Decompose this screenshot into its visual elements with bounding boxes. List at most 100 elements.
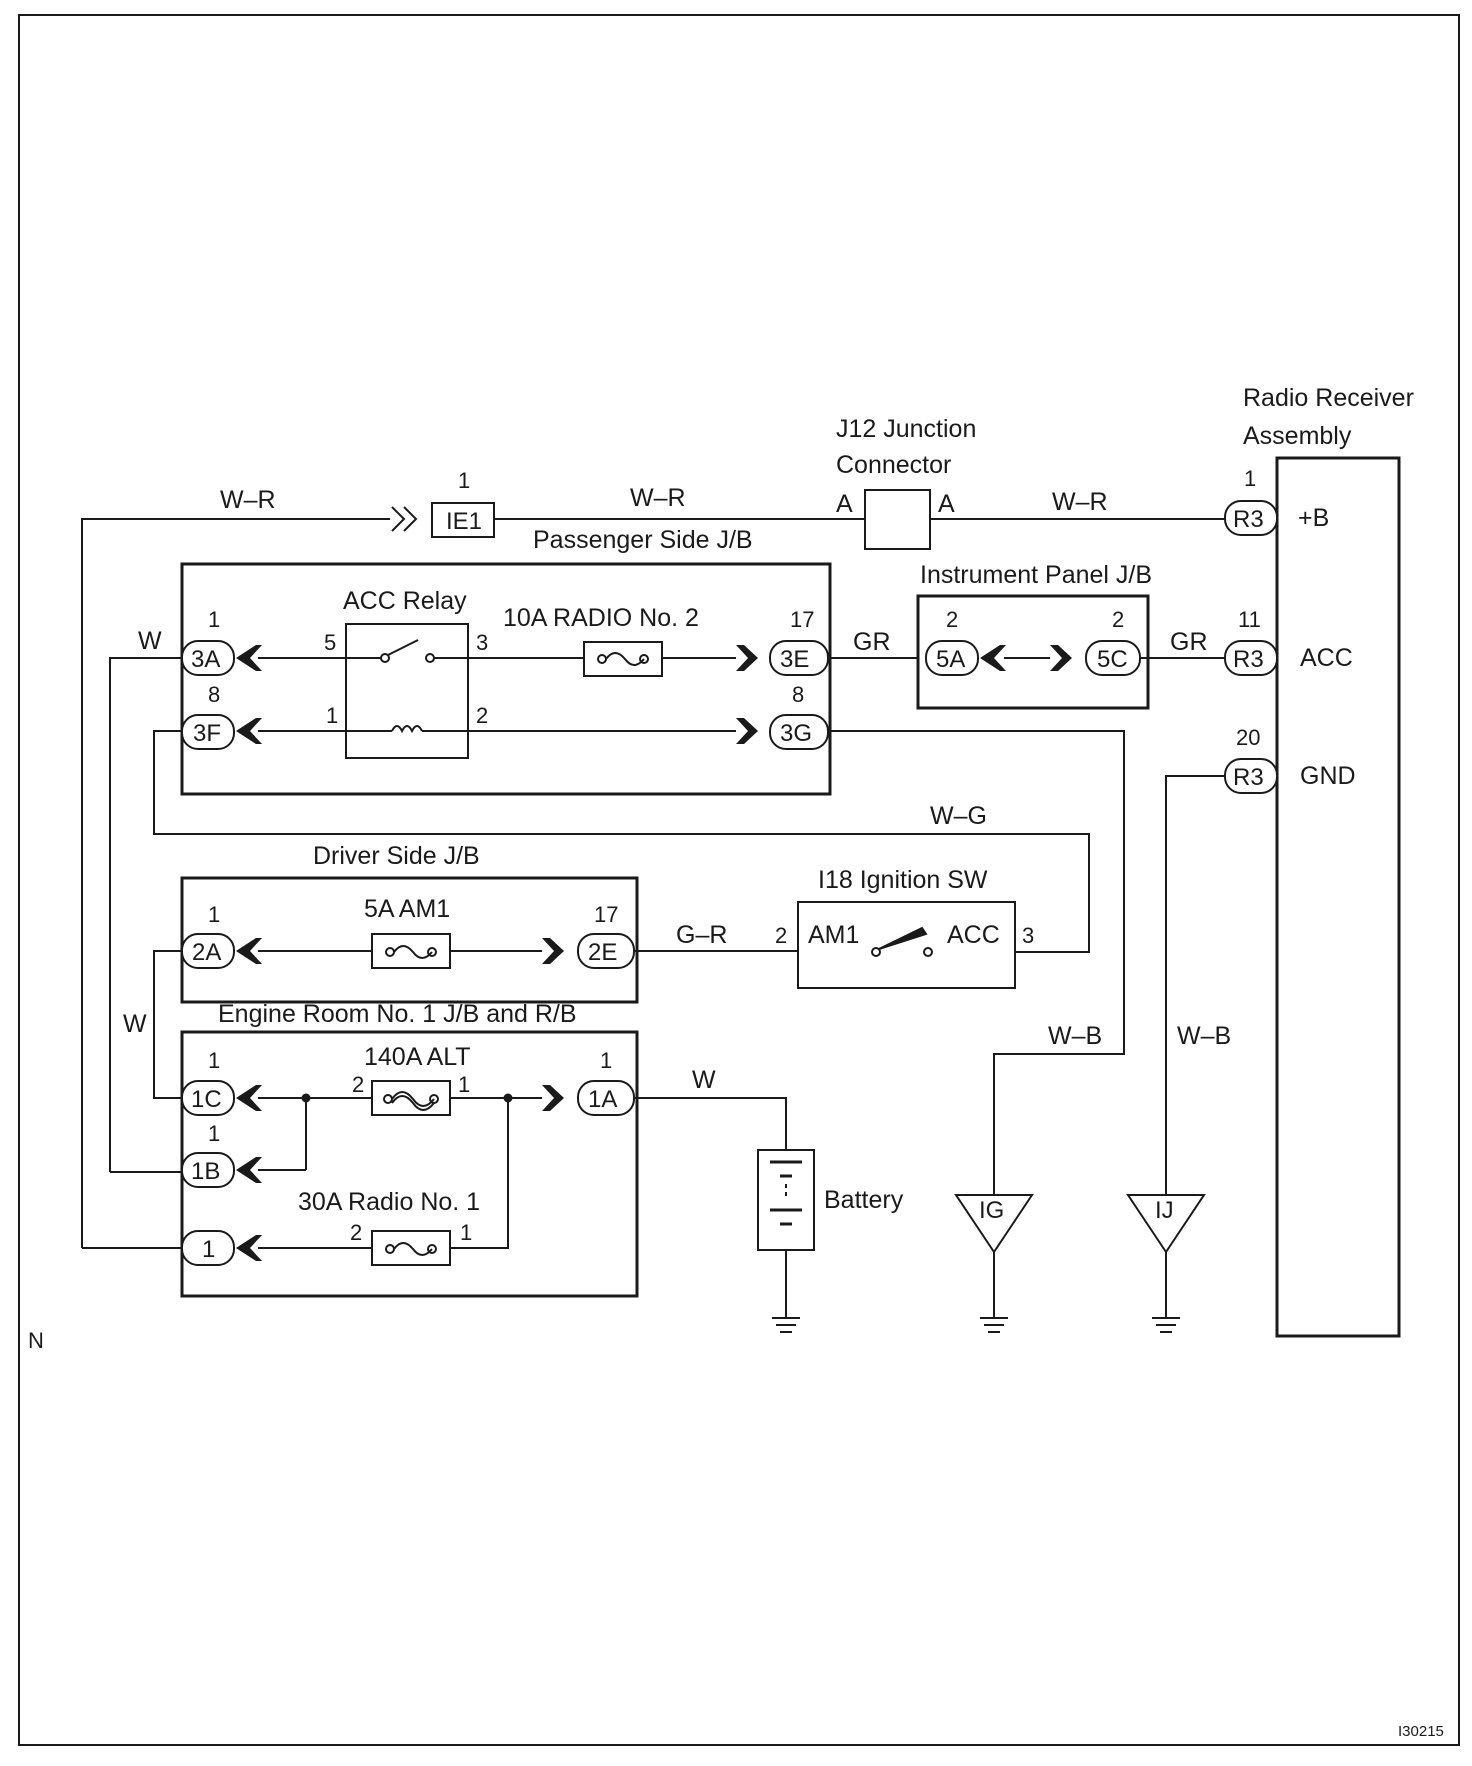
c3f-pin: 8 [208, 682, 220, 707]
sw-pin-3: 3 [1022, 923, 1034, 948]
terminal-plus-b: +B [1298, 504, 1329, 532]
c3a-connector [181, 640, 235, 676]
c2e-pin: 17 [594, 902, 618, 927]
terminal-gnd: GND [1300, 762, 1356, 790]
c3f-label: 3F [193, 720, 221, 747]
c5a-arrow-icon [980, 645, 1006, 671]
j12-label-line2: Connector [836, 451, 951, 479]
terminal-acc: ACC [1300, 644, 1353, 672]
relay-pin-2: 2 [476, 703, 488, 728]
c1b-connector [181, 1152, 235, 1188]
c3a-label: 3A [191, 646, 220, 673]
wire-w-batt [634, 1097, 787, 1150]
c2e-arrow-icon [542, 938, 564, 964]
ig-ground-label: IG [979, 1197, 1004, 1224]
battery-ground-icon [772, 1317, 800, 1333]
ig-ground-triangle [954, 1194, 1034, 1254]
battery-box [757, 1149, 815, 1251]
radio-receiver-assembly-box [1275, 456, 1401, 1338]
sw-terminal-am1: AM1 [808, 921, 859, 949]
c5c-label: 5C [1097, 646, 1128, 673]
j12-junction-connector [864, 489, 931, 550]
fuse-radio2-label: 10A RADIO No. 2 [503, 604, 699, 632]
wire-label-w-left: W [123, 1010, 147, 1038]
fuse-radio2 [583, 641, 663, 677]
wire-label-wr-mid: W–R [630, 484, 686, 512]
r3-pin-b: 1 [1244, 466, 1256, 491]
sw-contact-right [923, 947, 933, 957]
wire-wr-main [81, 518, 390, 1248]
wire-wg [153, 730, 1090, 953]
ig-ground-icon [980, 1317, 1008, 1333]
radio-receiver-label-line2: Assembly [1243, 422, 1352, 450]
acc-relay-box [345, 623, 469, 759]
sw-pin-2: 2 [775, 923, 787, 948]
fuse-am1 [371, 933, 451, 969]
engine-room-jb-label: Engine Room No. 1 J/B and R/B [218, 1000, 577, 1028]
c3e-label: 3E [780, 646, 809, 673]
c5a-connector [925, 640, 979, 676]
j12-pin-a-right: A [938, 490, 955, 518]
c3e-arrow-icon [736, 645, 758, 671]
ij-ground-triangle [1126, 1194, 1206, 1254]
wire-w-acc-left [109, 657, 182, 1172]
corner-n: N [28, 1328, 44, 1353]
c1c-arrow-icon [236, 1085, 262, 1111]
ij-ground-icon [1152, 1317, 1180, 1333]
j12-label-line1: J12 Junction [836, 415, 976, 443]
c2a-arrow-icon [236, 938, 262, 964]
ij-ground-label: IJ [1155, 1197, 1174, 1224]
r3-label-gnd: R3 [1233, 764, 1264, 791]
c1-arrow-icon [236, 1235, 262, 1261]
r3-pin-acc: 11 [1238, 607, 1261, 632]
driver-side-jb-box [180, 876, 639, 1004]
fuse-am1-label: 5A AM1 [364, 895, 450, 923]
ie1-pin: 1 [458, 468, 470, 493]
c3e-pin: 17 [790, 607, 814, 632]
relay-contact-left [380, 653, 390, 663]
battery-label: Battery [824, 1186, 904, 1214]
j12-pin-a-left: A [836, 490, 853, 518]
wire-label-wr-left: W–R [220, 486, 276, 514]
c5a-pin: 2 [946, 607, 958, 632]
passenger-side-jb-label: Passenger Side J/B [533, 526, 753, 554]
c1-label: 1 [202, 1236, 215, 1263]
c3g-arrow-icon [736, 718, 758, 744]
alt-pin-1: 1 [458, 1072, 470, 1097]
acc-relay-label: ACC Relay [343, 587, 467, 615]
figure-id: I30215 [1398, 1723, 1444, 1740]
sw-blade [878, 926, 928, 950]
wire-label-gr-2: GR [1170, 628, 1208, 656]
ie1-chevron-icon [391, 506, 418, 532]
relay-switch-blade [387, 639, 419, 656]
ie1-connector [431, 502, 495, 538]
c5c-arrow-icon [1050, 645, 1072, 671]
r3-label-acc: R3 [1233, 646, 1264, 673]
c3g-pin: 8 [792, 682, 804, 707]
c1a-arrow-icon [542, 1085, 564, 1111]
c1b-arrow-icon [236, 1157, 262, 1183]
sw-contact-left [871, 947, 881, 957]
c2a-pin: 1 [208, 902, 220, 927]
c1c-pin: 1 [208, 1048, 220, 1073]
relay-pin-5: 5 [324, 630, 336, 655]
ignition-switch-box [797, 901, 1016, 989]
r3-connector-acc [1224, 640, 1278, 676]
ie1-label: IE1 [446, 508, 482, 535]
wire-label-w-acc: W [138, 627, 162, 655]
instrument-panel-jb-label: Instrument Panel J/B [920, 561, 1152, 589]
sw-terminal-acc: ACC [947, 921, 1000, 949]
wire-label-wb-1: W–B [1048, 1022, 1102, 1050]
fuse-alt-label: 140A ALT [364, 1043, 471, 1071]
c1c-connector [181, 1080, 235, 1116]
c3g-label: 3G [780, 720, 812, 747]
c5a-label: 5A [936, 646, 965, 673]
c3a-pin: 1 [208, 607, 220, 632]
r3-connector-b [1224, 500, 1278, 536]
wire-label-gr-1: GR [853, 628, 891, 656]
wire-w-2a-1c [153, 950, 182, 1099]
c1a-pin: 1 [600, 1048, 612, 1073]
alt-pin-2: 2 [352, 1072, 364, 1097]
c3f-arrow-icon [236, 718, 262, 744]
wire-label-gr-ign: G–R [676, 921, 727, 949]
